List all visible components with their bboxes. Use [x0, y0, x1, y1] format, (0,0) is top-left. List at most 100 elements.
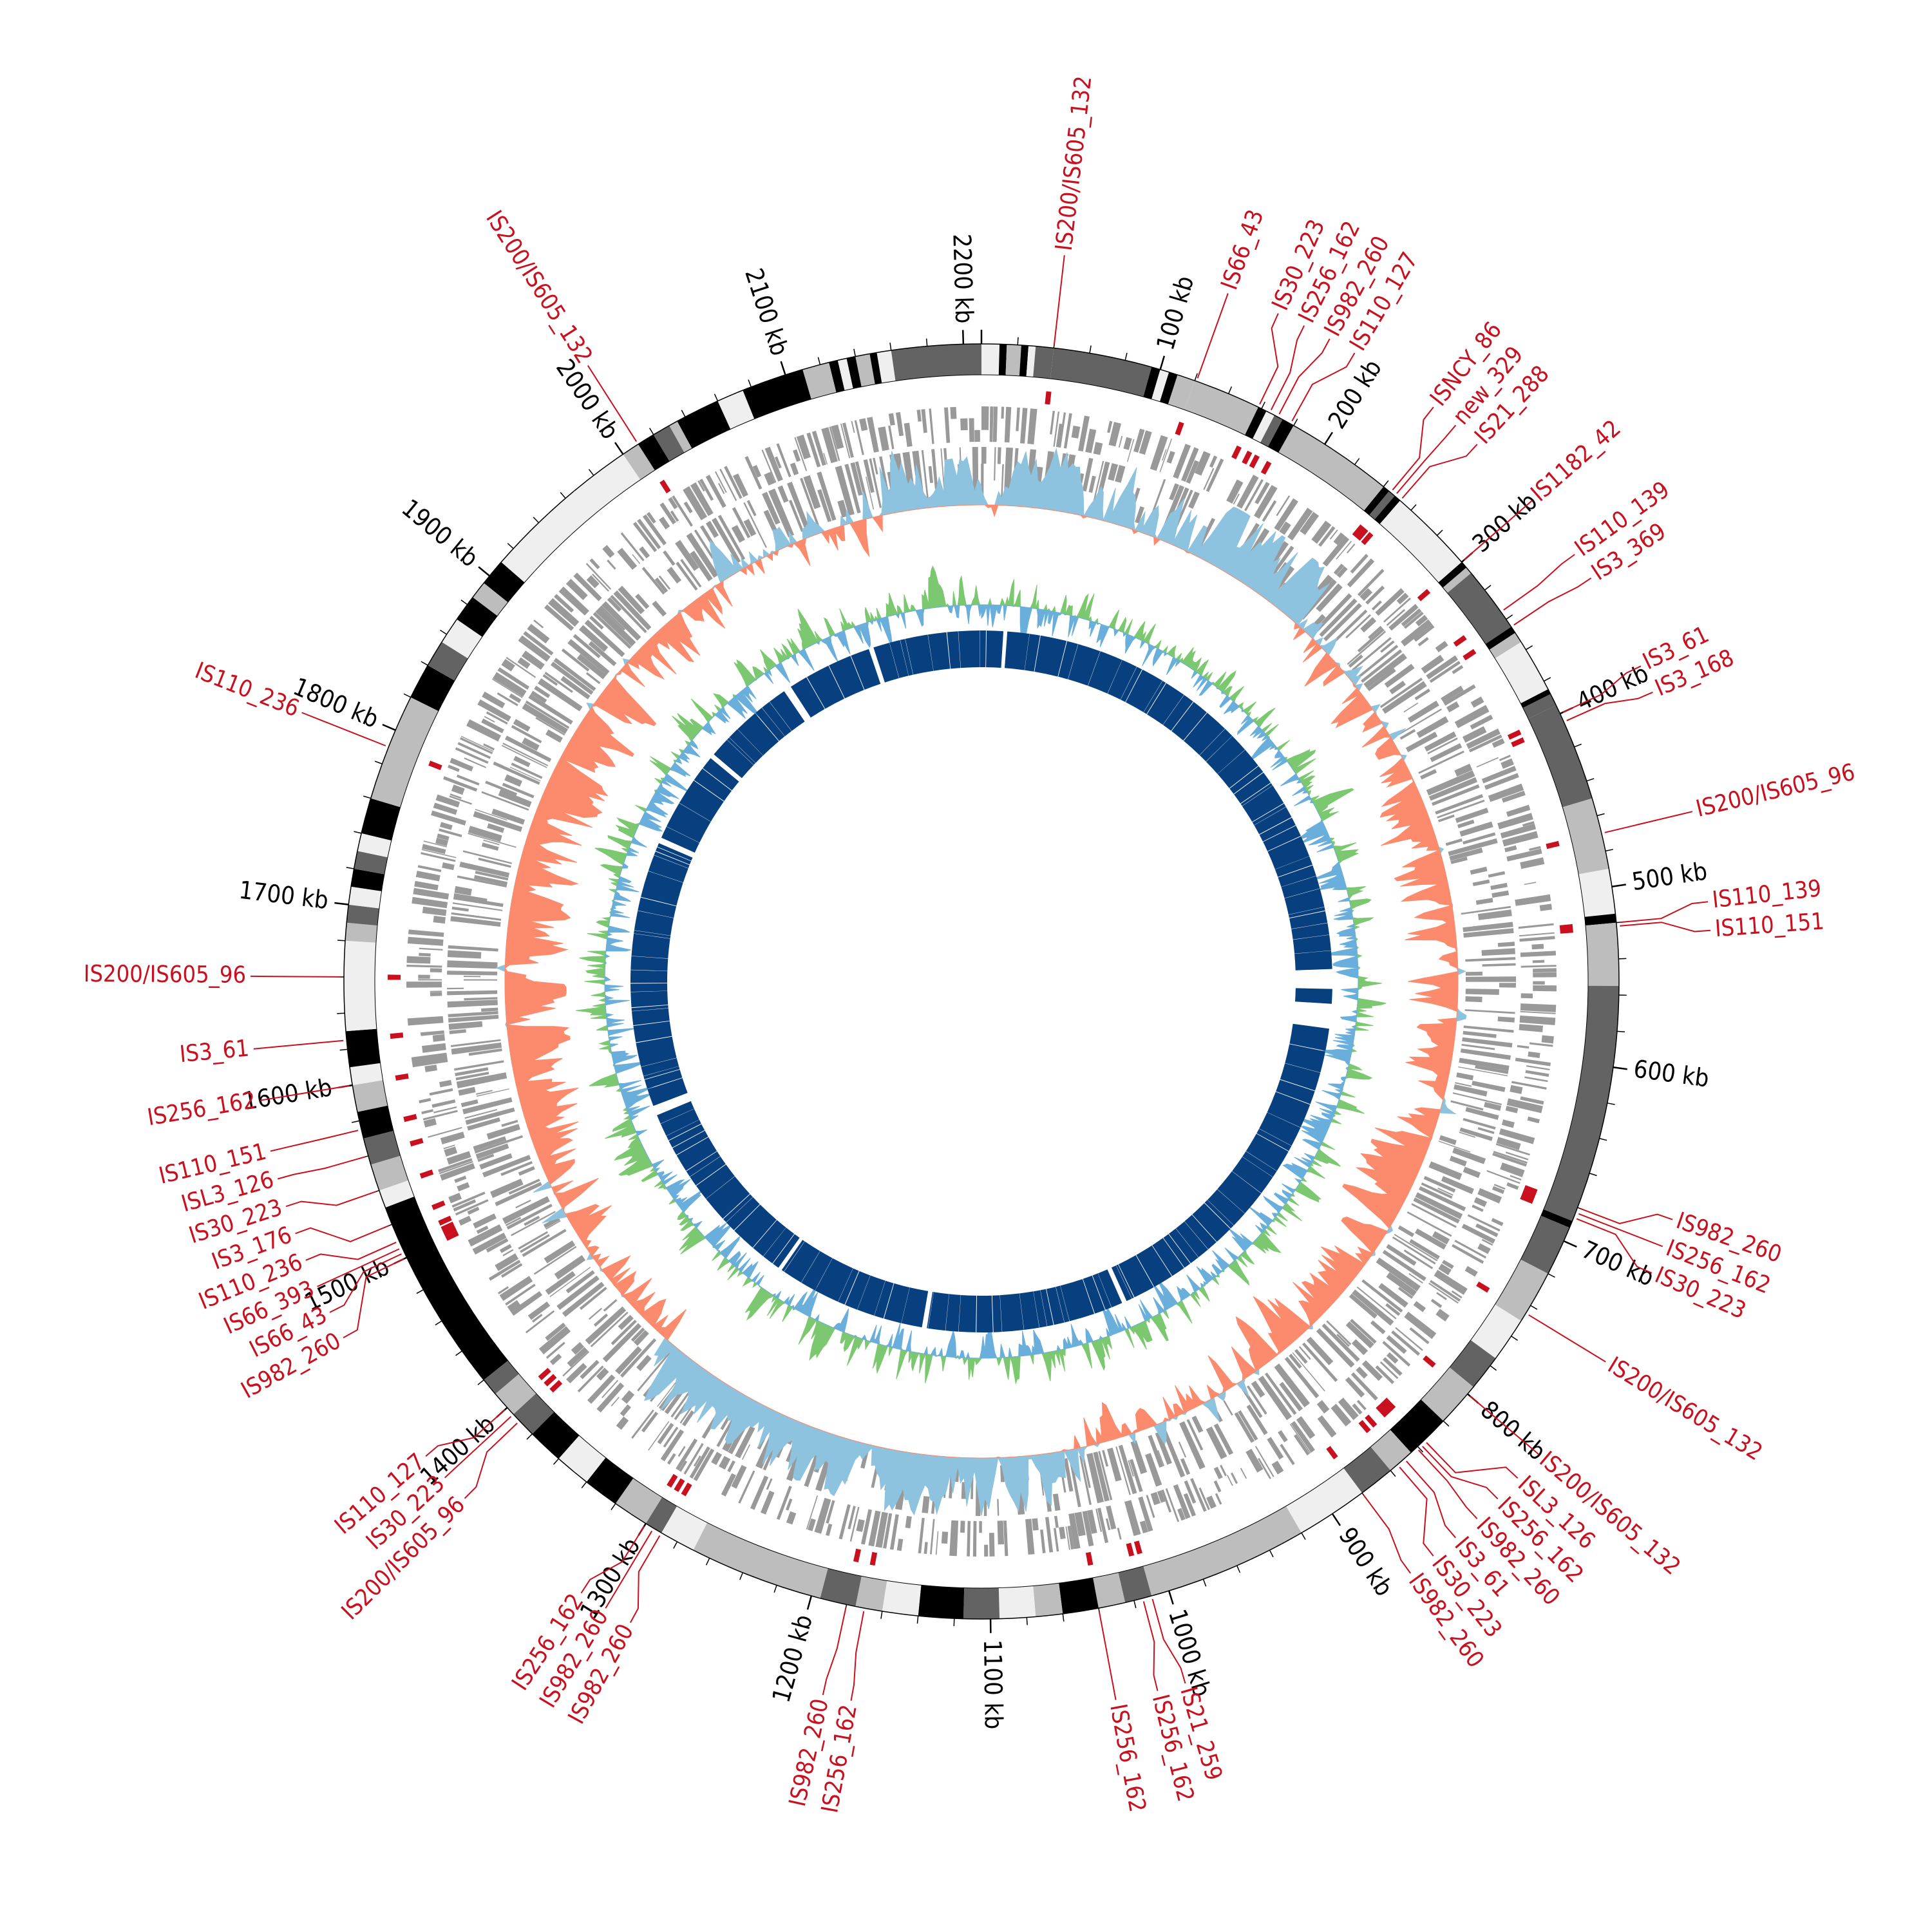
ideogram-band — [351, 869, 384, 891]
tick-label: 400 kb — [1572, 659, 1653, 716]
is-element-mark — [869, 1551, 878, 1566]
ideogram-band — [348, 886, 382, 909]
minor-tick — [1354, 458, 1360, 465]
is-element-label: IS256_162 — [1104, 1702, 1151, 1815]
is-element-mark — [1453, 635, 1467, 647]
ideogram-band — [484, 562, 525, 603]
ideogram-band — [379, 1180, 415, 1208]
is-label-connector — [1463, 500, 1533, 561]
minor-tick — [1062, 1613, 1065, 1622]
ideogram-band — [1520, 1215, 1570, 1274]
is-element-mark — [1326, 1446, 1338, 1460]
minor-tick — [1490, 1365, 1497, 1371]
tick-label: 800 kb — [1475, 1396, 1551, 1466]
ideogram-band — [998, 1586, 1036, 1619]
ideogram-band — [1374, 496, 1401, 524]
minor-tick — [649, 428, 654, 435]
ideogram-band — [1059, 1578, 1099, 1614]
ideogram-band — [837, 358, 853, 391]
minor-tick — [339, 1048, 348, 1051]
gc-skew-negative-area — [504, 504, 1459, 1459]
ideogram-band — [1151, 369, 1170, 402]
ideogram-band — [963, 1587, 1000, 1619]
major-tick — [1324, 431, 1333, 445]
ideogram-band — [891, 344, 981, 381]
ideogram-band — [343, 940, 377, 1032]
ideogram-band — [1544, 985, 1619, 1221]
tick-label: 100 kb — [1151, 272, 1199, 353]
minor-tick — [460, 599, 468, 605]
is-label-connector — [277, 1156, 366, 1180]
gene-tracks — [388, 391, 1573, 1566]
is-element-mark — [1560, 927, 1573, 934]
is-element-mark — [659, 479, 671, 494]
is-label-connector — [1291, 352, 1356, 422]
is-label-connector — [1053, 255, 1065, 345]
ideogram-band — [869, 352, 882, 384]
is-element-mark — [1376, 1404, 1388, 1417]
is-element-mark — [544, 1374, 557, 1387]
ideogram-band — [1245, 407, 1267, 439]
minor-tick — [581, 1481, 587, 1489]
is-label-connector — [1392, 406, 1434, 491]
is-element-mark — [1383, 1397, 1396, 1411]
is-element-mark — [1423, 1355, 1436, 1368]
gc-skew-track — [495, 448, 1467, 1516]
minor-tick — [853, 348, 857, 357]
ideogram-band — [346, 904, 379, 926]
ideogram-band — [1443, 567, 1472, 593]
is-label-connector — [1401, 444, 1478, 499]
minor-tick — [1586, 778, 1595, 782]
ideogram-band — [1578, 869, 1616, 917]
tick-label: 1300 kb — [574, 1533, 646, 1624]
ideogram-band — [385, 1197, 508, 1380]
minor-tick — [507, 543, 514, 549]
minor-tick — [1293, 419, 1298, 426]
minor-tick — [916, 1616, 919, 1624]
ideogram-band — [428, 641, 468, 681]
ideogram-band — [1495, 1259, 1548, 1321]
ideogram-band — [1522, 694, 1557, 719]
major-tick — [1159, 355, 1166, 370]
is-label-connector — [270, 1130, 359, 1152]
is-element-mark — [1358, 1420, 1371, 1434]
is-element-mark — [1524, 1185, 1538, 1195]
ideogram-band — [1184, 381, 1258, 435]
is-label-connector — [1470, 1396, 1540, 1455]
ideogram-band — [1267, 419, 1294, 453]
is-label-connector — [1406, 1461, 1456, 1539]
is-element-mark — [1352, 524, 1365, 538]
gc-content-track — [575, 565, 1387, 1385]
is-element-mark — [419, 1170, 434, 1179]
ideogram-band — [876, 350, 896, 383]
is-label-connector — [1278, 338, 1331, 415]
is-element-mark — [1231, 445, 1242, 460]
minor-tick — [611, 1503, 616, 1510]
minor-tick — [435, 1320, 442, 1326]
ideogram-band — [623, 444, 655, 480]
is-element-mark — [445, 1231, 459, 1241]
ideogram-band — [653, 425, 685, 462]
is-element-mark — [1126, 1542, 1135, 1557]
is-element-mark — [1133, 1540, 1142, 1555]
is-element-mark — [538, 1368, 551, 1381]
is-label-connector — [1513, 577, 1592, 626]
minor-tick — [1133, 1600, 1137, 1609]
minor-tick — [1301, 1532, 1306, 1540]
is-label-connector — [305, 1242, 397, 1261]
ideogram-band — [370, 697, 439, 808]
is-element-mark — [1365, 1414, 1378, 1428]
ideogram-band — [981, 344, 1000, 375]
minor-tick — [673, 1541, 678, 1549]
is-label-connector — [1604, 811, 1693, 833]
is-element-mark — [1085, 1551, 1094, 1566]
is-label-connector — [250, 975, 341, 978]
ideogram-band — [473, 583, 508, 616]
is-element-mark — [674, 1478, 685, 1492]
minor-tick — [421, 661, 428, 666]
major-tick — [334, 902, 349, 905]
minor-tick — [455, 1350, 462, 1356]
is-label-connector — [1399, 1466, 1434, 1557]
minor-tick — [1589, 1173, 1597, 1177]
ideogram-band — [1489, 632, 1521, 659]
